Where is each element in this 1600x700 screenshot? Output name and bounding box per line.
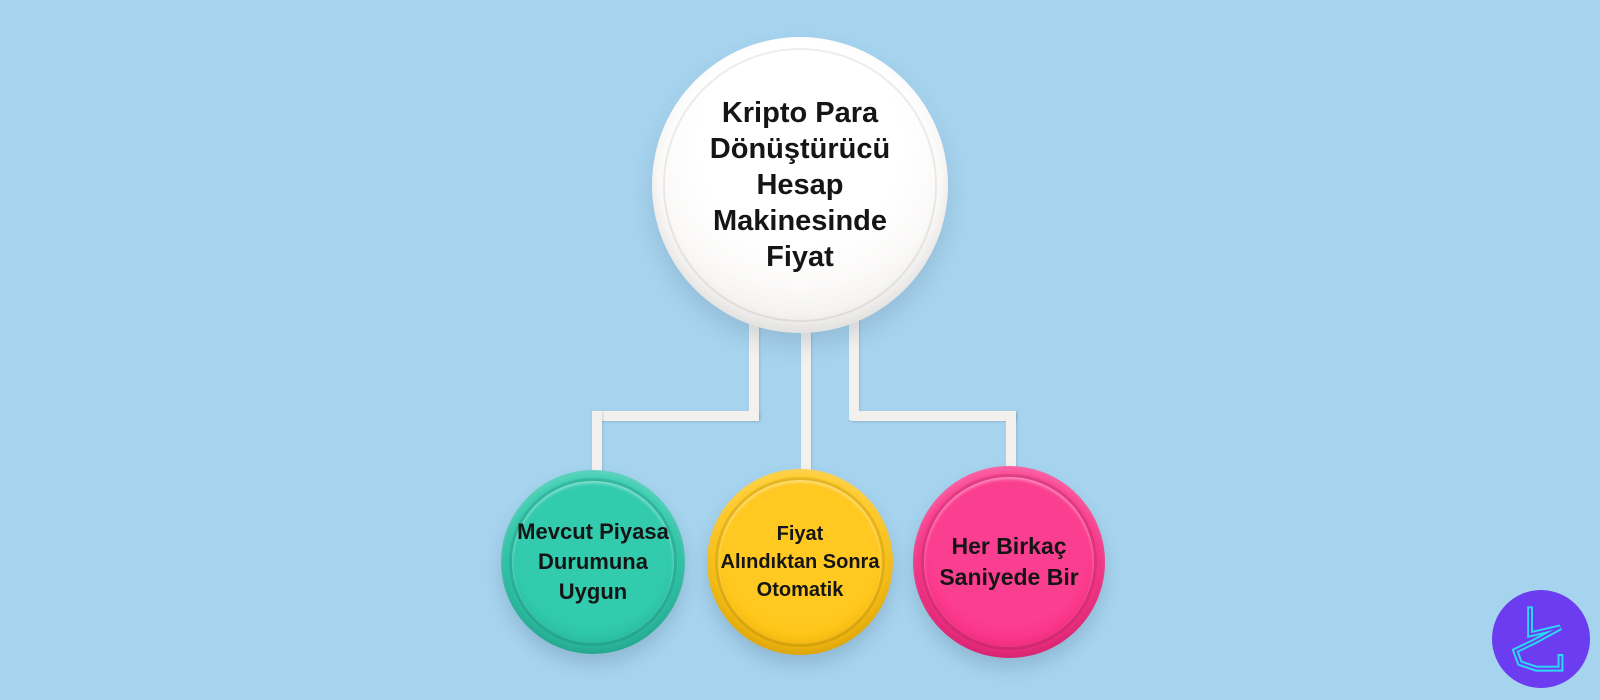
root-node: Kripto Para Dönüştürücü Hesap Makinesind… [652, 37, 948, 333]
child-node-pink-label: Her Birkaç Saniyede Bir [939, 533, 1079, 590]
root-node-label: Kripto Para Dönüştürücü Hesap Makinesind… [709, 97, 891, 273]
child-node-yellow: Fiyat Alındıktan Sonra Otomatik [707, 469, 893, 655]
child-node-teal: Mevcut Piyasa Durumuna Uygun [501, 470, 685, 654]
connector-middle-stem [801, 314, 811, 480]
connector-left-drop [592, 411, 602, 481]
child-node-teal-label: Mevcut Piyasa Durumuna Uygun [517, 519, 669, 604]
connector-right-stem [849, 314, 859, 420]
connector-left-horizontal [592, 411, 759, 421]
connector-left-stem [749, 314, 759, 420]
child-node-yellow-label: Fiyat Alındıktan Sonra Otomatik [720, 523, 880, 601]
connector-right-drop [1006, 411, 1016, 481]
connector-right-horizontal [851, 411, 1016, 421]
child-node-pink: Her Birkaç Saniyede Bir [913, 466, 1105, 658]
brand-logo [1492, 590, 1590, 688]
tc-monogram-icon [1511, 606, 1564, 672]
